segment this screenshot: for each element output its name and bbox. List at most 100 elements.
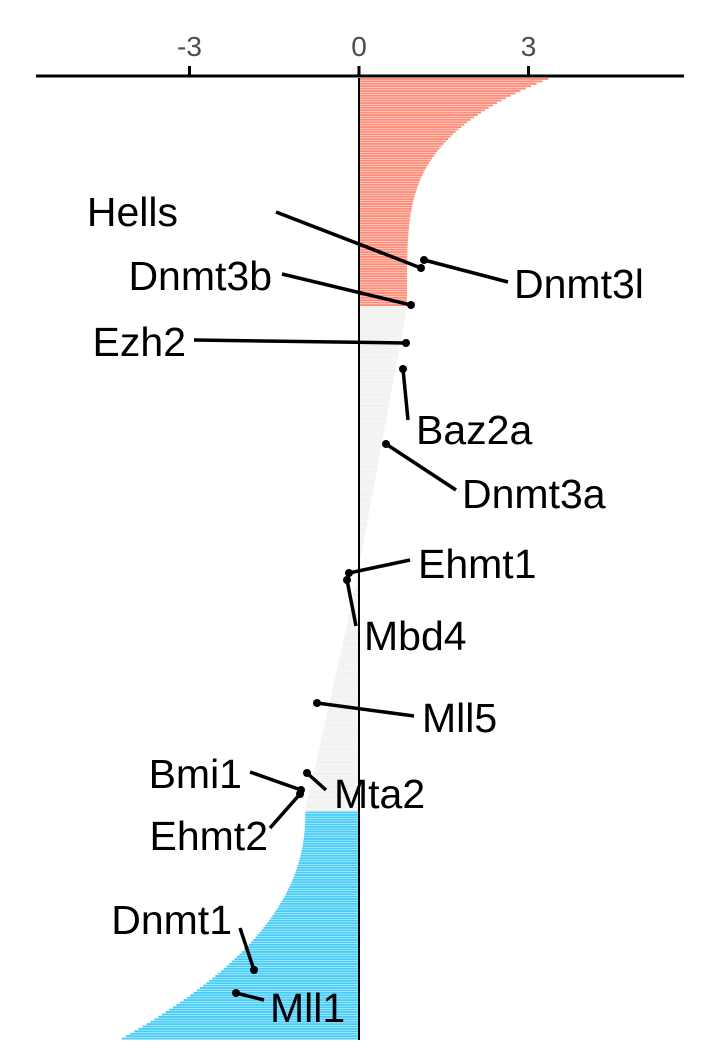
bar-neutral [350,607,359,610]
bar-neutral [329,700,359,703]
bar-neutral [326,715,359,718]
callout-mll5: Mll5 [313,695,497,741]
bar-neutral [315,763,359,766]
bar-neutral [317,756,359,759]
bar-negative [304,833,359,836]
bar-negative [295,871,359,874]
bar-neutral [333,681,359,684]
bar-negative [158,1015,359,1018]
bar-positive [359,243,408,246]
bar-neutral [306,801,359,804]
bar-negative [209,979,359,982]
bar-positive [359,85,532,88]
bar-neutral [359,484,375,487]
callout-ehmt1: Ehmt1 [345,541,537,587]
bar-positive [359,205,413,208]
bar-neutral [359,366,396,369]
bar-negative [290,883,359,886]
gene-point [313,699,321,707]
bar-negative [291,881,359,884]
bar-neutral [359,546,363,549]
bar-negative [305,818,359,821]
bar-positive [359,198,414,201]
bar-neutral [330,696,359,699]
bar-positive [359,195,415,198]
bar-neutral [359,441,383,444]
bar-negative [288,888,359,891]
bar-negative [130,1032,359,1035]
bar-positive [359,138,449,141]
gene-point [407,301,415,309]
bar-positive [359,87,526,90]
leader-line [305,771,328,792]
bar-negative [289,886,359,889]
bar-negative [161,1013,359,1016]
bar-positive [359,118,471,121]
gene-point [343,576,351,584]
bar-neutral [359,455,380,458]
bar-neutral [359,381,394,383]
bar-positive [359,140,446,143]
bar-neutral [359,448,381,451]
bar-positive [359,80,543,83]
bar-negative [303,840,359,843]
bar-positive [359,217,411,220]
bar-neutral [359,313,406,316]
bar-neutral [359,501,371,504]
bar-negative [280,902,359,905]
bar-neutral [359,330,403,333]
gene-label: Dnmt3b [128,253,272,299]
bar-neutral [353,595,359,597]
bar-neutral [359,436,383,439]
bar-neutral [316,758,359,761]
tick-label: 0 [351,31,367,62]
bar-positive [359,241,408,244]
bar-positive [359,114,478,116]
bar-negative [154,1018,359,1021]
bar-neutral [359,419,387,422]
bar-negative [165,1011,359,1014]
leader-line [238,927,256,971]
bar-neutral [345,631,359,634]
gene-label: Bmi1 [149,751,242,797]
bar-neutral [359,388,392,391]
tick-label: 3 [521,31,537,62]
bar-negative [261,929,359,932]
bar-neutral [359,347,400,350]
bar-negative [246,946,359,949]
bar-negative [272,914,359,917]
callout-dnmt3l: Dnmt3l [420,256,644,307]
bar-neutral [337,667,359,670]
bar-negative [236,955,359,958]
bar-positive [359,236,409,239]
bar-neutral [321,736,359,739]
bar-neutral [359,525,367,528]
gene-label: Ezh2 [93,319,186,365]
bar-neutral [359,337,402,340]
callout-mta2: Mta2 [303,769,425,817]
bar-neutral [316,761,359,763]
bar-negative [212,977,359,980]
gene-label: Ehmt2 [150,813,269,859]
bar-neutral [359,332,403,335]
bar-neutral [359,537,365,540]
bar-positive [359,292,408,294]
bar-negative [239,953,359,956]
leader-line [423,258,509,284]
bar-neutral [335,676,359,679]
bar-negative [305,816,359,819]
gene-point [232,989,240,997]
gene-point [296,790,304,798]
bar-neutral [359,522,367,525]
bars-group [121,78,549,1040]
bar-positive [359,265,408,268]
bar-neutral [339,655,359,658]
bar-neutral [344,635,359,638]
bar-positive [359,301,408,304]
bar-negative [253,938,359,941]
bar-neutral [359,530,366,533]
bar-neutral [317,753,359,756]
bar-neutral [359,494,373,496]
bar-neutral [341,647,359,650]
bar-neutral [336,669,359,672]
